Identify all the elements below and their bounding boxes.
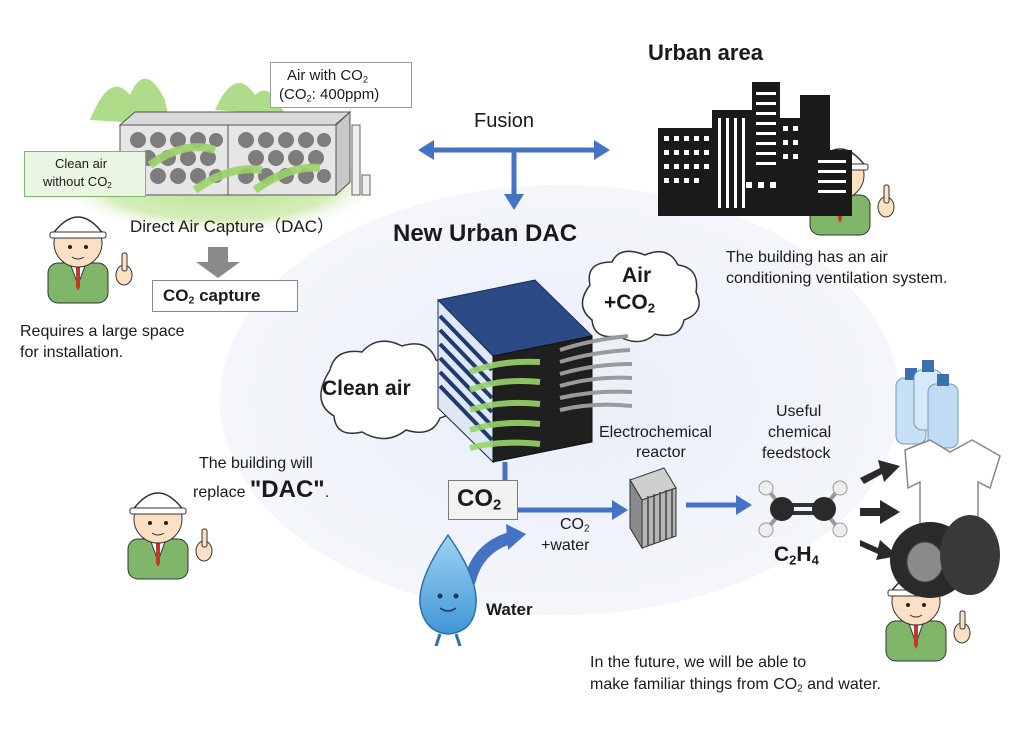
replace-line1: The building will	[199, 455, 313, 472]
reactor-line1: Electrochemical	[599, 424, 712, 441]
ethylene-molecule	[758, 480, 848, 538]
air-co2-cloud	[581, 250, 700, 343]
urban-note-line1: The building has an air	[726, 249, 888, 266]
new-urban-dac-title: New Urban DAC	[393, 220, 578, 247]
worker-figure-left-mid	[127, 492, 213, 580]
co2-capture-label: CO2 capture	[152, 280, 298, 312]
plastic-bottles	[895, 360, 959, 449]
air-with-co2-text: Air with CO	[287, 67, 363, 84]
fusion-arrows	[418, 140, 610, 210]
co2-water-line2: +water	[541, 537, 590, 554]
water-arrow-head	[506, 524, 526, 550]
useful-line2: chemical	[768, 424, 832, 441]
clean-air-without-co2-callout: Clean air without CO2	[24, 151, 146, 197]
urban-area-title: Urban area	[648, 40, 763, 65]
water-arrow	[464, 532, 516, 586]
dac-note-line1: Requires a large space	[20, 323, 185, 340]
ethylene-formula: C2H4	[774, 543, 819, 568]
dac-down-arrow	[196, 247, 240, 278]
electrochemical-reactor	[629, 467, 677, 550]
dac-note-line2: for installation.	[20, 344, 124, 361]
co2-flow-arrows	[502, 462, 752, 520]
co2-water-line1: CO2	[560, 516, 590, 535]
replace-line2: replace "DAC".	[193, 476, 330, 503]
worker-figure	[47, 216, 133, 304]
future-line1: In the future, we will be able to	[590, 654, 807, 671]
urban-buildings	[658, 82, 852, 216]
water-label: Water	[486, 600, 533, 619]
tire	[890, 515, 1000, 598]
fusion-label: Fusion	[474, 110, 535, 132]
co2-box: CO2	[448, 480, 518, 520]
air-with-co2-callout: Air with CO2 (CO2: 400ppm)	[270, 62, 412, 108]
reactor-line2: reactor	[636, 444, 686, 461]
product-arrows	[860, 460, 900, 560]
water-droplet-character	[419, 533, 477, 647]
dac-caption: Direct Air Capture（DAC）	[130, 217, 335, 236]
air-cloud-line1: Air	[622, 264, 652, 287]
useful-line1: Useful	[776, 403, 822, 420]
clean-air-label: Clean air	[322, 377, 411, 400]
urban-note-line2: conditioning ventilation system.	[726, 270, 948, 287]
shirt	[904, 439, 1001, 531]
urban-dac-module	[437, 279, 633, 464]
future-line2: make familiar things from CO2 and water.	[590, 676, 881, 695]
useful-line3: feedstock	[762, 445, 831, 462]
air-cloud-line2: +CO2	[604, 291, 656, 316]
